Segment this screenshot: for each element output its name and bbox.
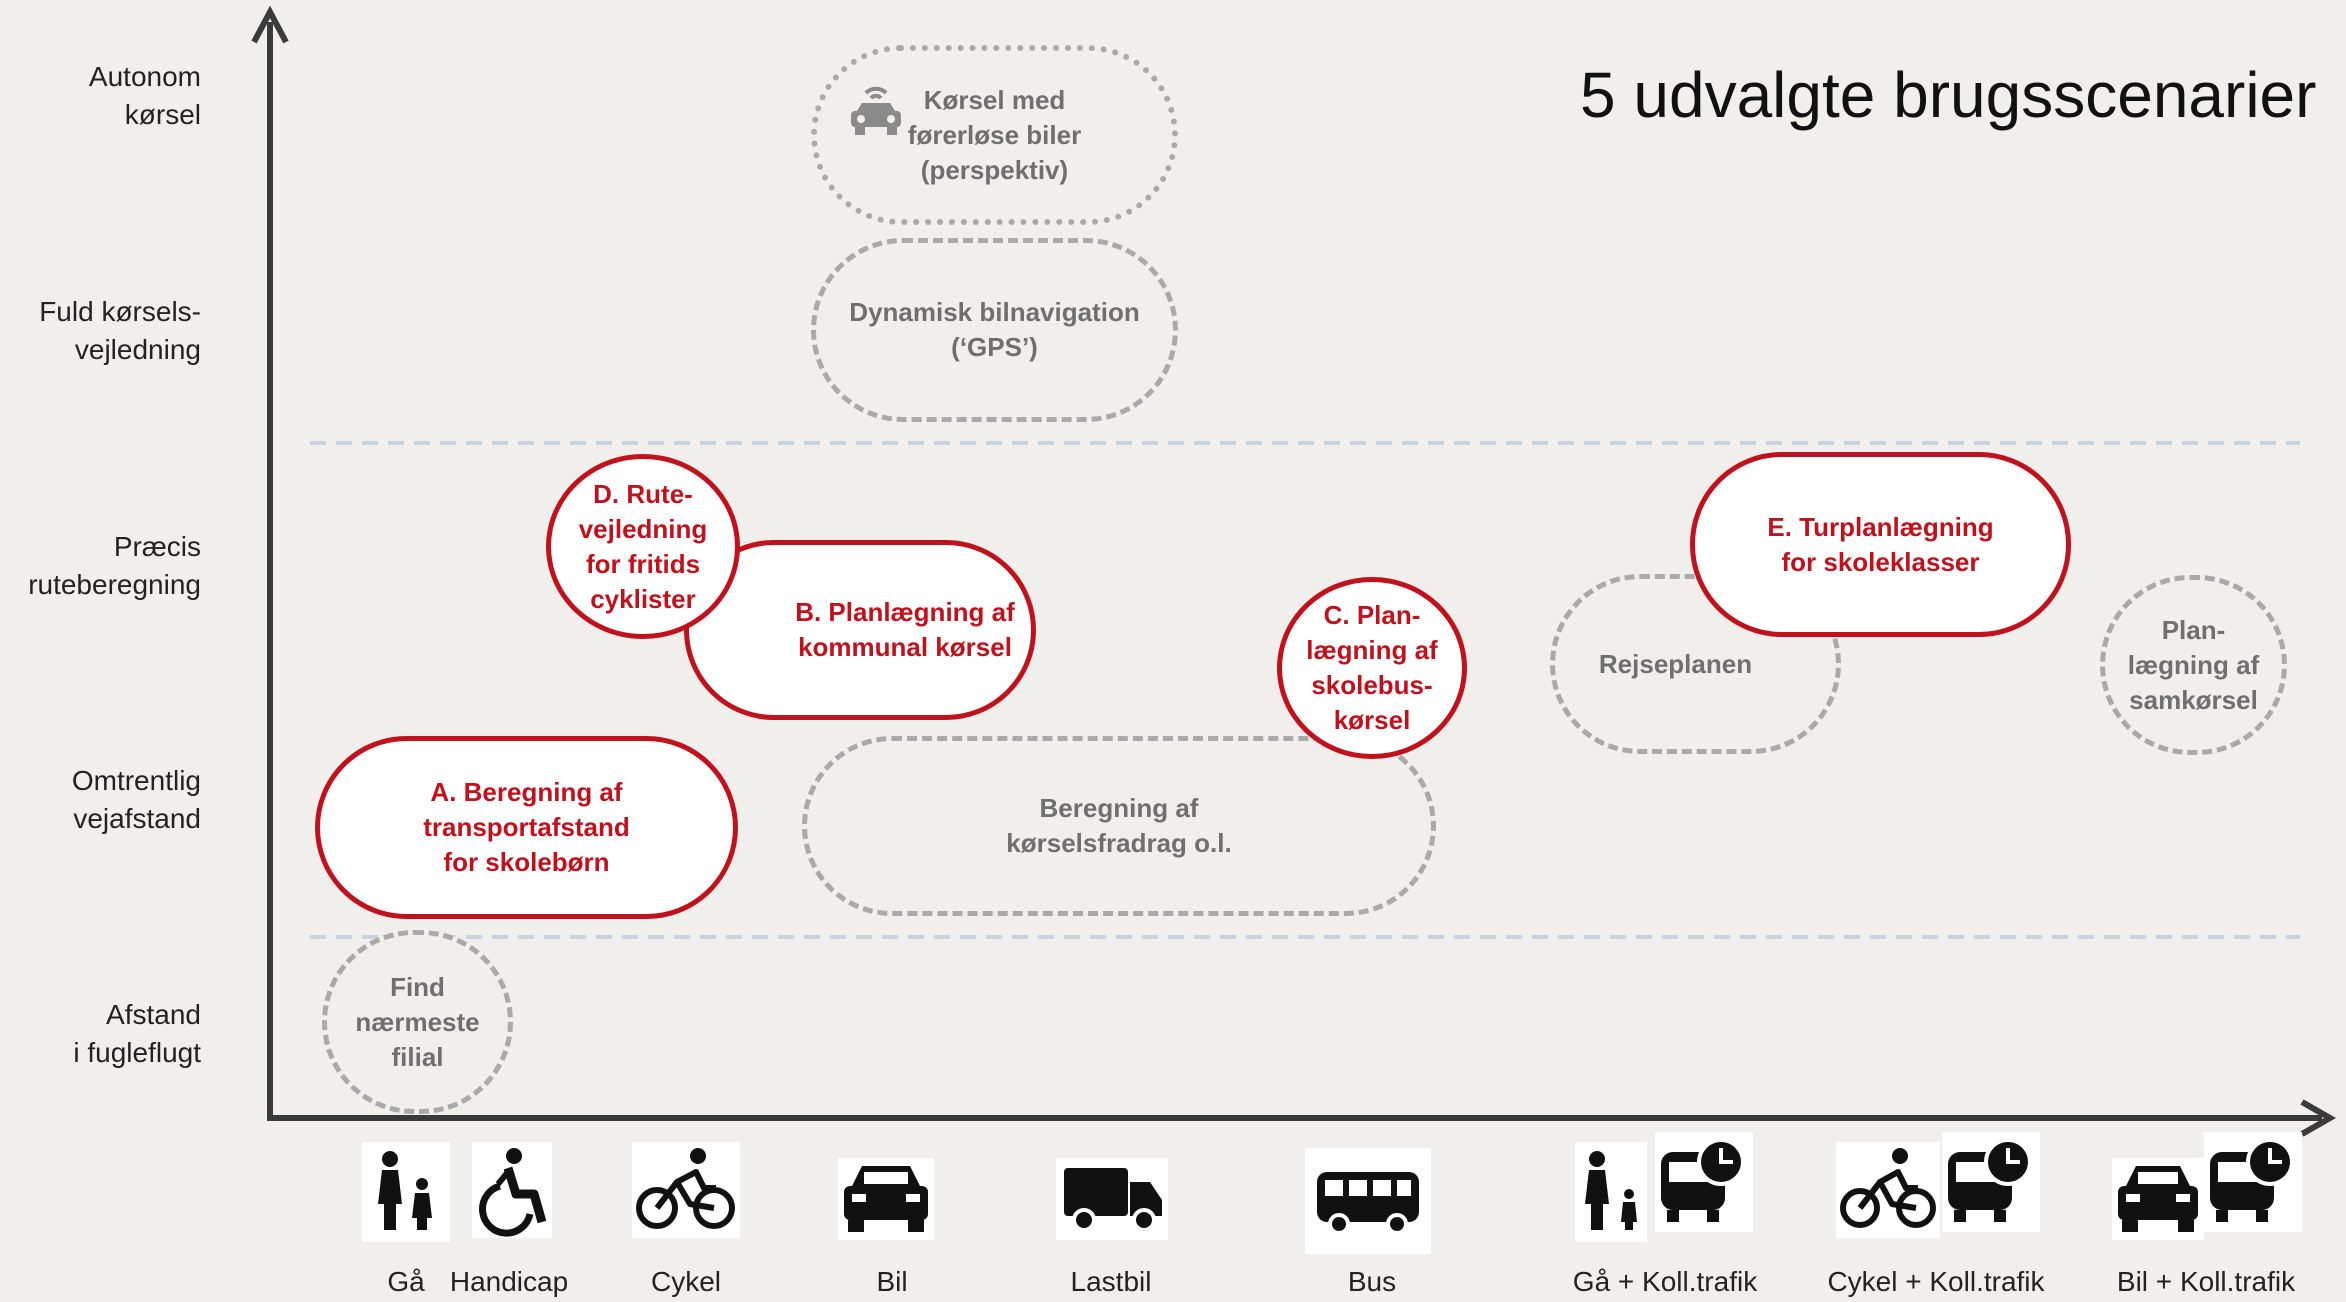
car-icon (838, 1158, 934, 1240)
y-level-approx-distance: Omtrentlig vejafstand (71, 765, 201, 834)
x-category-truck: Lastbil (1070, 1266, 1152, 1297)
autonomous-car-icon (851, 86, 901, 135)
bus-icon (1305, 1148, 1431, 1254)
car-icon (2112, 1158, 2204, 1240)
scenario-e-school-trips: E. Turplanlægning for skoleklasser (1690, 452, 2071, 637)
bubble-gps-navigation: Dynamisk bilnavigation (‘GPS’) (811, 238, 1178, 422)
x-category-walk: Gå (387, 1266, 425, 1297)
bubble-rejseplanen-label: Rejseplanen (1598, 648, 1753, 679)
x-category-bike: Cykel (650, 1266, 722, 1297)
bubble-korselsfradrag-label: Beregning af kørselsfradrag o.l. (1006, 793, 1232, 858)
bubble-filial-label: Find nærmeste filial (355, 971, 480, 1072)
scenario-e-label: E. Turplanlægning for skoleklasser (1767, 511, 1994, 577)
scenario-d-bike-guidance: D. Rute- vejledning for fritids cykliste… (546, 454, 740, 639)
x-category-car-transit: Bil + Koll.trafik (2116, 1266, 2296, 1297)
x-category-bike-transit: Cykel + Koll.trafik (1827, 1266, 2045, 1297)
public-transport-clock-icon (1655, 1132, 1753, 1232)
bubble-samkorsel-label: Plan- lægning af samkørsel (2127, 614, 2260, 715)
scenario-c-label: C. Plan- lægning af skolebus- kørsel (1306, 600, 1438, 735)
scenario-b-municipal-driving: B. Planlægning af kommunal kørsel (684, 540, 1036, 720)
y-level-autonomous: Autonom kørsel (88, 61, 201, 130)
bubble-korselsfradrag: Beregning af kørselsfradrag o.l. (802, 736, 1436, 916)
bubble-autonomous-label: Kørsel med førerløse biler (perspektiv) (907, 84, 1082, 185)
wheelchair-icon (472, 1142, 552, 1238)
bicycle-icon (1836, 1142, 1940, 1238)
x-category-walk-transit: Gå + Koll.trafik (1572, 1266, 1758, 1297)
pedestrian-icon (1575, 1142, 1647, 1242)
scenario-d-label: D. Rute- vejledning for fritids cykliste… (578, 478, 708, 614)
bubble-samkorsel: Plan- lægning af samkørsel (2100, 575, 2287, 755)
bubble-autonomous-driving: Kørsel med førerløse biler (perspektiv) (811, 45, 1178, 225)
pedestrian-icon (362, 1142, 450, 1242)
bubble-find-filial: Find nærmeste filial (322, 930, 513, 1114)
x-axis-arrow (2300, 1099, 2337, 1137)
x-category-bus: Bus (1347, 1266, 1397, 1297)
bubble-gps-label: Dynamisk bilnavigation (‘GPS’) (849, 297, 1140, 362)
x-category-handicap: Handicap (449, 1266, 569, 1297)
y-level-crowfly: Afstand i fugleflugt (73, 999, 201, 1068)
x-category-car: Bil (876, 1266, 908, 1297)
scenario-c-schoolbus: C. Plan- lægning af skolebus- kørsel (1277, 577, 1467, 759)
scenario-a-school-distance: A. Beregning af transportafstand for sko… (315, 736, 738, 919)
public-transport-clock-icon (1942, 1132, 2040, 1232)
bicycle-icon (632, 1142, 740, 1238)
public-transport-clock-icon (2204, 1132, 2302, 1232)
truck-icon (1056, 1158, 1168, 1240)
scenario-b-label: B. Planlægning af kommunal kørsel (795, 597, 1015, 662)
page-title: 5 udvalgte brugsscenarier (1580, 59, 2317, 131)
y-axis-arrow (251, 5, 289, 44)
scenario-a-label: A. Beregning af transportafstand for sko… (423, 777, 630, 877)
y-level-precise-route: Præcis ruteberegning (28, 531, 201, 600)
y-level-full-guidance: Fuld kørsels- vejledning (39, 296, 201, 365)
